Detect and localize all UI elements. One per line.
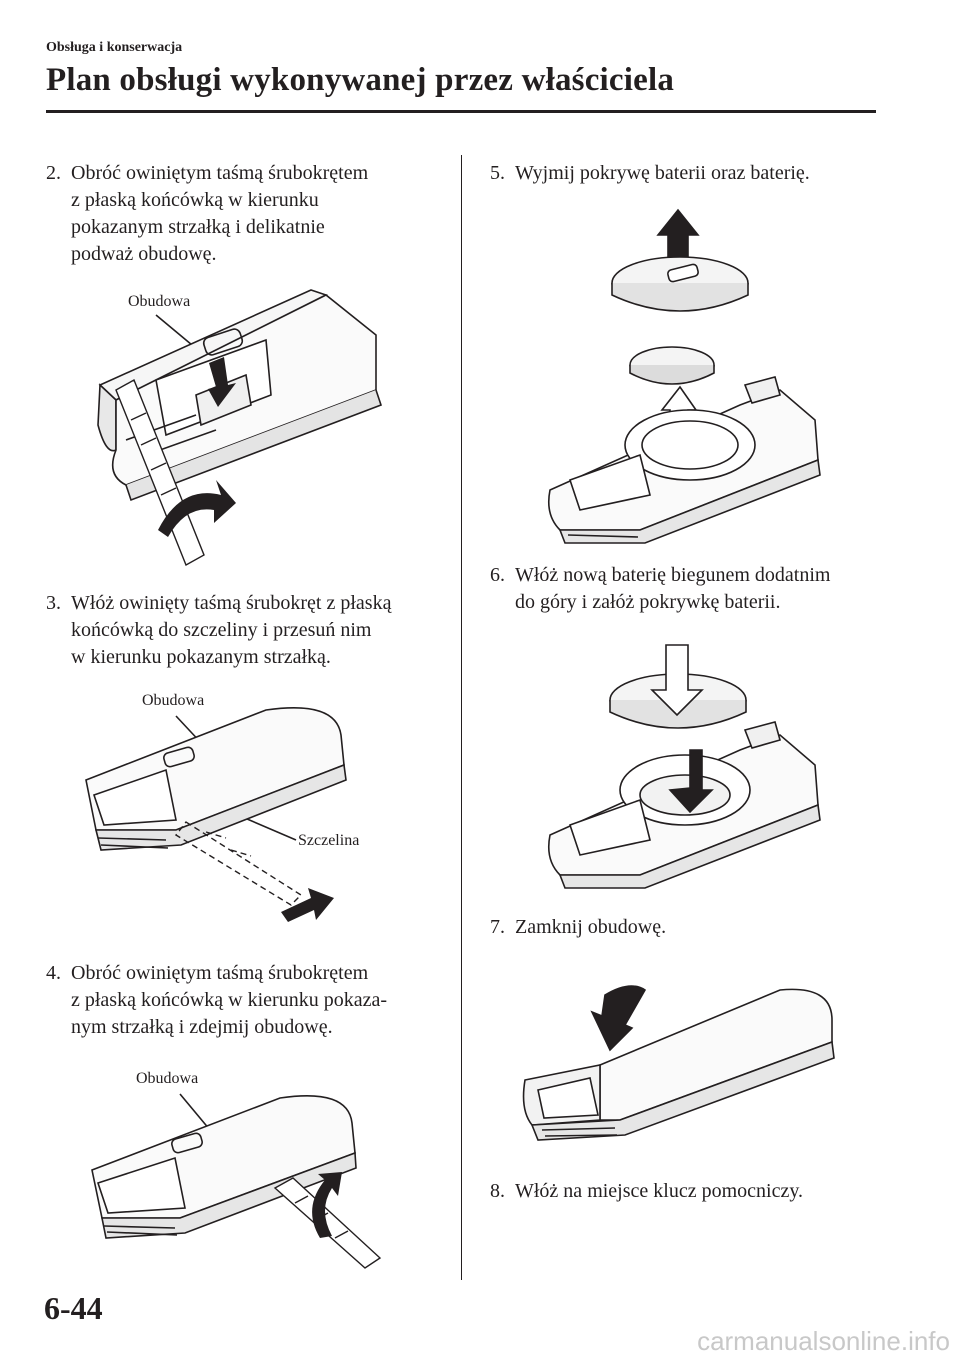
step-line: Obróć owiniętym taśmą śrubokrętem (71, 162, 369, 184)
figure-pry-case: Obudowa (86, 285, 396, 570)
callout-obudowa: Obudowa (128, 293, 191, 310)
step-line: pokazanym strzałką i delikatnie (71, 216, 325, 238)
step-line: Włóż na miejsce klucz pomocniczy. (515, 1180, 804, 1202)
step-line: w kierunku pokazanym strzałką. (71, 646, 331, 668)
watermark: carmanualsonline.info (697, 1326, 950, 1356)
step-line: Obróć owiniętym taśmą śrubokrętem (71, 962, 369, 984)
battery-illustration (547, 208, 821, 544)
figure-remove-battery (540, 205, 830, 545)
step-line: Włóż nową baterię biegunem dodatnim (515, 564, 831, 586)
step-line: podważ obudowę. (71, 243, 217, 265)
callout-szczelina: Szczelina (298, 832, 360, 849)
page-number: 6-44 (44, 1290, 103, 1326)
column-divider (461, 155, 462, 1280)
key-case-illustration (91, 1093, 382, 1269)
step-line: Zamknij obudowę. (515, 916, 667, 938)
step-number: 6. (490, 564, 505, 586)
figure-remove-case: Obudowa (80, 1068, 390, 1278)
step-number: 2. (46, 162, 61, 184)
step-number: 7. (490, 916, 505, 938)
title-rule (46, 110, 876, 113)
step-line: Wyjmij pokrywę baterii oraz baterię. (515, 162, 810, 184)
battery-illustration (547, 644, 821, 889)
page-title: Plan obsługi wykonywanej przez właścicie… (46, 62, 675, 98)
step-number: 5. (490, 162, 505, 184)
step-number: 4. (46, 962, 61, 984)
figure-insert-battery (540, 640, 830, 890)
key-case-illustration (97, 289, 383, 566)
step-line: Włóż owinięty taśmą śrubokręt z płaską (71, 592, 392, 614)
step-line: końcówką do szczeliny i przesuń nim (71, 619, 372, 641)
key-case-illustration (85, 707, 347, 922)
key-case-illustration (522, 985, 835, 1141)
figure-close-case (520, 970, 840, 1160)
callout-obudowa: Obudowa (142, 692, 205, 709)
section-label: Obsługa i konserwacja (46, 40, 183, 55)
step-line: nym strzałką i zdejmij obudowę. (71, 1016, 333, 1038)
step-number: 3. (46, 592, 61, 614)
step-line: z płaską końcówką w kierunku pokaza- (71, 989, 387, 1011)
callout-obudowa: Obudowa (136, 1070, 199, 1087)
step-line: z płaską końcówką w kierunku (71, 189, 319, 211)
figure-insert-slot: Obudowa Szczelina (76, 690, 386, 940)
step-line: do góry i załóż pokrywkę baterii. (515, 591, 781, 613)
step-number: 8. (490, 1180, 505, 1202)
